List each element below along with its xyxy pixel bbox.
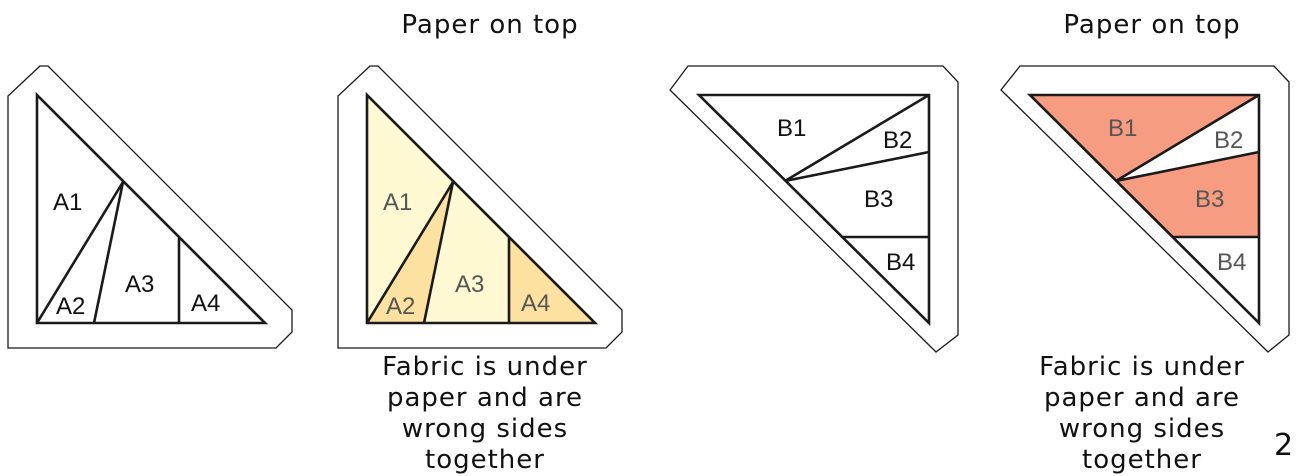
pattern-b-outline-block	[695, 93, 931, 327]
piece-label-a4-colored: A4	[521, 290, 550, 317]
fabric-note-right-line-1: Fabric is under	[1039, 352, 1245, 382]
fabric-note-right-line-4: together	[1082, 445, 1202, 475]
piece-label-a1-colored: A1	[383, 189, 412, 216]
piece-label-b4-colored: B4	[1217, 249, 1246, 276]
pattern-b-outline: B1 B2 B3 B4	[669, 65, 959, 353]
piece-label-a1: A1	[53, 189, 82, 216]
pattern-a-outline: A1 A2 A3 A4	[7, 65, 293, 349]
piece-label-a3: A3	[125, 271, 154, 298]
piece-label-b3-colored: B3	[1195, 186, 1224, 213]
pattern-a-colored-seam-2	[422, 181, 455, 324]
piece-label-b3: B3	[864, 186, 893, 213]
pattern-a-colored: A1 A2 A3 A4	[337, 65, 623, 349]
fabric-note-left: Fabric is under paper and are wrong side…	[335, 352, 635, 476]
page-number: 2	[1274, 428, 1294, 463]
fabric-note-right: Fabric is under paper and are wrong side…	[992, 352, 1292, 476]
fabric-note-left-line-2: paper and are	[386, 383, 584, 413]
pattern-a-outline-seam-1	[35, 181, 125, 324]
piece-label-b2: B2	[883, 127, 912, 154]
pattern-a-outline-seam-2	[92, 181, 125, 324]
piece-label-a4: A4	[191, 290, 220, 317]
piece-label-b1-colored: B1	[1108, 115, 1137, 142]
pattern-b-outline-seam-2	[784, 150, 930, 183]
piece-fill-a1	[367, 95, 453, 323]
piece-label-b1: B1	[777, 115, 806, 142]
piece-fill-b1	[1030, 95, 1259, 181]
pattern-a-outline-block	[35, 91, 269, 325]
piece-label-a2-colored: A2	[386, 293, 415, 320]
fabric-note-right-line-3: wrong sides	[1058, 414, 1226, 444]
pattern-b-colored-seam-2	[1115, 150, 1260, 183]
pattern-b-colored-block	[1026, 93, 1261, 327]
piece-label-a2: A2	[56, 293, 85, 320]
paper-on-top-caption-right: Paper on top	[1063, 10, 1241, 40]
paper-on-top-caption-left: Paper on top	[401, 10, 579, 40]
piece-label-b2-colored: B2	[1214, 127, 1243, 154]
piece-label-a3-colored: A3	[455, 271, 484, 298]
pattern-b-outline-seam-1	[784, 93, 930, 183]
pattern-a-colored-block	[365, 91, 599, 325]
fabric-note-left-line-4: together	[425, 445, 545, 475]
piece-label-b4: B4	[886, 249, 915, 276]
pattern-a-colored-seam-1	[365, 181, 455, 324]
pattern-b-colored: B1 B2 B3 B4	[1000, 65, 1290, 353]
fabric-note-left-line-1: Fabric is under	[382, 352, 588, 382]
fabric-note-right-line-2: paper and are	[1043, 383, 1241, 413]
pattern-b-colored-seam-1	[1115, 93, 1260, 183]
fabric-note-left-line-3: wrong sides	[401, 414, 569, 444]
